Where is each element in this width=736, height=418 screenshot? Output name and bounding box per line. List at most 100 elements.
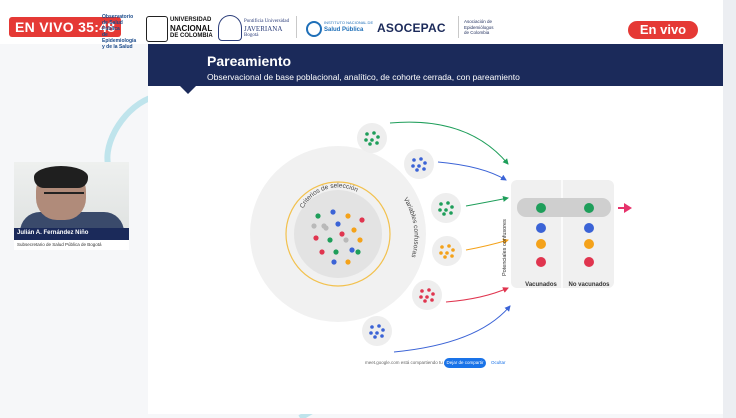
flow-arrow bbox=[465, 196, 509, 207]
satellite-dot bbox=[368, 142, 372, 146]
presenter-hair bbox=[34, 166, 88, 188]
ins-mark-icon bbox=[306, 21, 322, 37]
satellite-dot bbox=[417, 164, 421, 168]
satellite-group bbox=[412, 280, 442, 310]
population-dot bbox=[323, 225, 329, 231]
presenter-video: Julián A. Fernández Niño Subsecretario d… bbox=[14, 162, 129, 250]
presenter-name-bar bbox=[14, 228, 129, 240]
javeriana-logo-line: JAVERIANA bbox=[244, 25, 283, 33]
satellite-dot bbox=[370, 325, 374, 329]
satellite-group bbox=[404, 149, 434, 179]
ins-logo-text: INSTITUTO NACIONAL DE Salud Pública bbox=[324, 20, 376, 34]
matched-row-highlight bbox=[517, 198, 611, 217]
flow-arrow bbox=[445, 287, 509, 303]
matching-diagram: Criterios de selección Variables confuso… bbox=[250, 121, 632, 353]
unvaccinated-dot bbox=[584, 257, 594, 267]
presentation-slide: Pareamiento Observacional de base poblac… bbox=[148, 44, 723, 414]
population-dot bbox=[343, 237, 349, 243]
satellite-dot bbox=[447, 244, 451, 248]
flow-arrow bbox=[393, 305, 511, 353]
satellite-group bbox=[431, 193, 461, 223]
satellite-dot bbox=[370, 138, 374, 142]
satellite-dot bbox=[451, 248, 455, 252]
satellite-dot bbox=[376, 135, 380, 139]
unal-logo-line: DE COLOMBIA bbox=[170, 33, 213, 39]
satellite-dot bbox=[439, 202, 443, 206]
satellite-dot bbox=[446, 201, 450, 205]
satellite-dot bbox=[442, 212, 446, 216]
population-dot bbox=[315, 213, 321, 219]
observatorio-logo-line: de Epidemiología bbox=[102, 32, 137, 44]
core-dots bbox=[311, 209, 365, 265]
screen-share-text: meet.google.com está compartiendo tu pan… bbox=[365, 360, 460, 365]
satellite-dot bbox=[445, 251, 449, 255]
population-dot bbox=[345, 259, 351, 265]
flow-arrows bbox=[389, 121, 511, 353]
slide-subtitle: Observacional de base poblacional, analí… bbox=[207, 72, 520, 82]
satellite-groups bbox=[357, 123, 462, 346]
hide-link[interactable]: Ocultar bbox=[491, 360, 506, 365]
live-button[interactable]: En vivo bbox=[628, 21, 698, 39]
ins-logo-line: Salud Pública bbox=[324, 27, 364, 33]
vaccinated-dot bbox=[536, 239, 546, 249]
satellite-dot bbox=[431, 292, 435, 296]
population-dot bbox=[351, 227, 357, 233]
stop-sharing-button[interactable]: Dejar de compartir bbox=[444, 358, 486, 368]
satellite-dot bbox=[427, 288, 431, 292]
satellite-dot bbox=[438, 208, 442, 212]
satellite-dot bbox=[450, 205, 454, 209]
satellite-dot bbox=[444, 208, 448, 212]
flow-arrow bbox=[389, 121, 509, 165]
population-dot bbox=[313, 235, 319, 241]
satellite-dot bbox=[443, 255, 447, 259]
satellite-dot bbox=[375, 141, 379, 145]
javeriana-logo-line: Pontificia Universidad bbox=[244, 19, 290, 24]
population-dot bbox=[333, 249, 339, 255]
satellite-dot bbox=[373, 335, 377, 339]
observatorio-logo-line: y de la Salud bbox=[102, 44, 133, 50]
presenter-name: Julián A. Fernández Niño bbox=[17, 230, 89, 236]
observatorio-logo-line: de Salud Pública bbox=[102, 20, 123, 32]
vaccinated-dot bbox=[536, 257, 546, 267]
unal-logo-line: UNIVERSIDAD bbox=[170, 17, 212, 23]
unvaccinated-dot bbox=[584, 239, 594, 249]
satellite-dot bbox=[423, 161, 427, 165]
presenter-role: Subsecretario de Salud Pública de Bogotá bbox=[17, 242, 102, 247]
asocepac-logo: ASOCEPAC bbox=[377, 21, 446, 35]
live-timer-badge: EN VIVO 35:48 bbox=[9, 17, 122, 37]
satellite-dot bbox=[422, 167, 426, 171]
population-dot bbox=[327, 237, 333, 243]
unal-logo-line: NACIONAL bbox=[170, 24, 213, 33]
window-edge bbox=[723, 0, 736, 418]
satellite-dot bbox=[439, 251, 443, 255]
unal-logo-text: UNIVERSIDAD NACIONAL DE COLOMBIA bbox=[170, 17, 214, 40]
population-dot bbox=[319, 249, 325, 255]
population-dot bbox=[331, 259, 337, 265]
matched-dots bbox=[536, 203, 594, 267]
criteria-ring bbox=[285, 181, 391, 287]
unvaccinated-dot bbox=[584, 203, 594, 213]
slide-title: Pareamiento bbox=[207, 53, 292, 69]
unvaccinated-dot bbox=[584, 223, 594, 233]
asocepac-sub-line: de Colombia bbox=[464, 30, 490, 35]
ins-logo: INSTITUTO NACIONAL DE Salud Pública bbox=[306, 20, 376, 40]
unal-logo: UNIVERSIDAD NACIONAL DE COLOMBIA bbox=[146, 14, 213, 42]
satellite-dot bbox=[369, 331, 373, 335]
unvaccinated-label: No vacunados bbox=[568, 282, 610, 288]
satellite-dot bbox=[419, 295, 423, 299]
satellite-dot bbox=[415, 168, 419, 172]
pink-pointer-icon bbox=[618, 203, 632, 213]
asocepac-sub-line: Epidemiólogos bbox=[464, 24, 494, 30]
population-dot bbox=[330, 209, 336, 215]
flow-arrow bbox=[437, 161, 507, 181]
logo-divider bbox=[296, 16, 297, 38]
satellite-dot bbox=[375, 331, 379, 335]
satellite-dot bbox=[381, 328, 385, 332]
logo-divider bbox=[458, 16, 459, 38]
satellite-dot bbox=[365, 132, 369, 136]
slide-title-bar: Pareamiento Observacional de base poblac… bbox=[148, 44, 723, 86]
satellite-dot bbox=[364, 138, 368, 142]
observatorio-logo: Observatorio de Salud Pública de Epidemi… bbox=[102, 14, 140, 50]
javeriana-logo-text: Pontificia Universidad JAVERIANA Bogotá bbox=[244, 19, 292, 39]
satellite-dot bbox=[423, 299, 427, 303]
